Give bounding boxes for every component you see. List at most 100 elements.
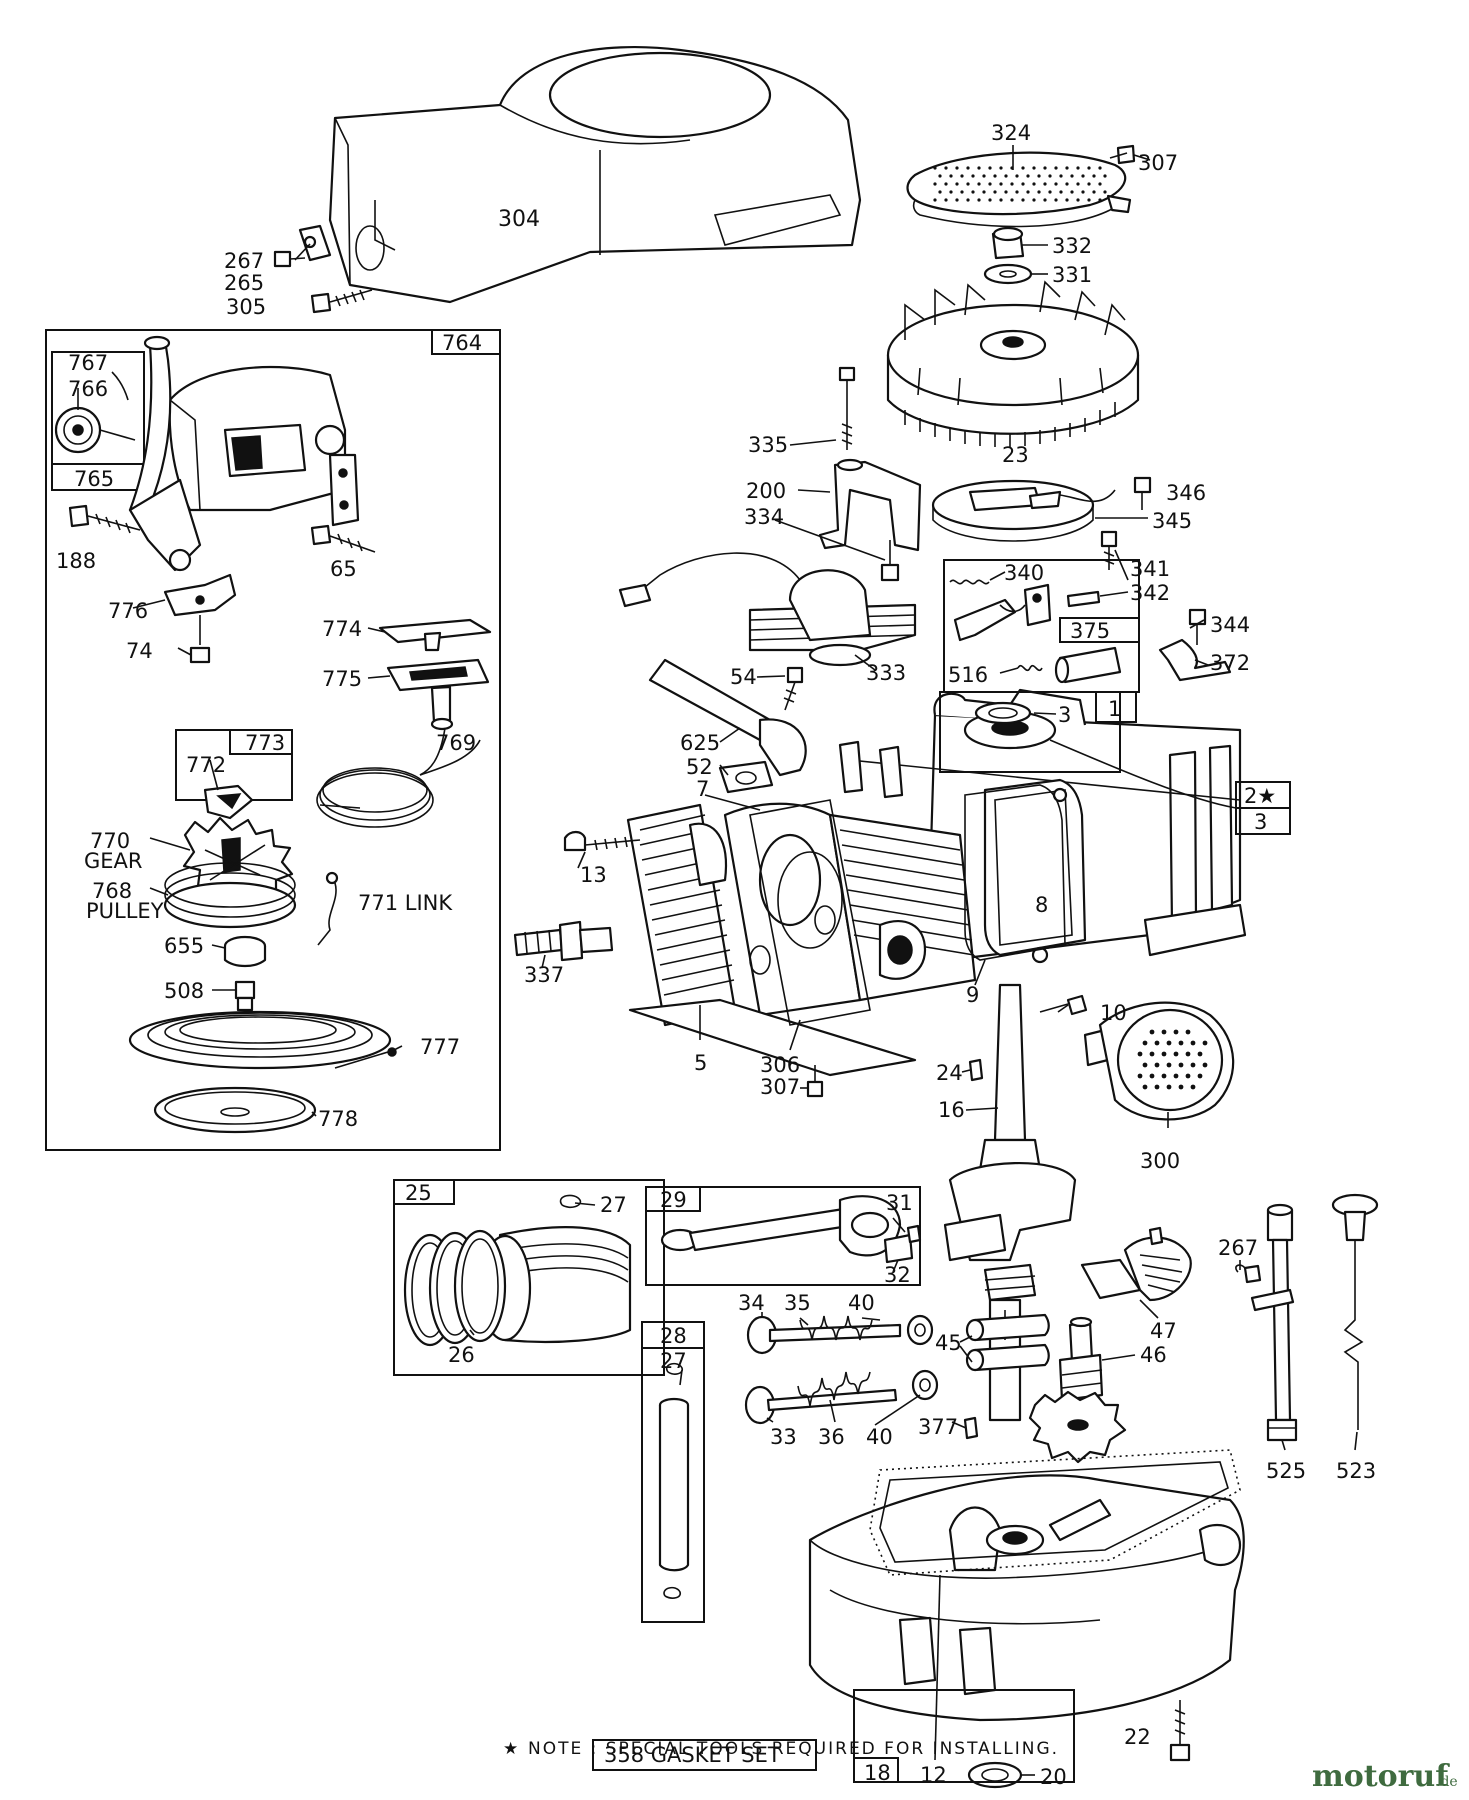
piston-rings — [403, 1229, 507, 1347]
sump-box-18 — [853, 1689, 1075, 1783]
label-box-28 — [641, 1321, 705, 1349]
screen-dot — [1103, 174, 1107, 178]
screen-dot — [993, 190, 997, 194]
label-box-1 — [1095, 691, 1137, 723]
screen-dot — [1065, 198, 1069, 202]
retainer-40a — [906, 1314, 934, 1346]
screen-dot — [993, 174, 997, 178]
label-655: 655 — [164, 934, 204, 958]
cylinder-head-and-fins — [626, 802, 977, 1077]
screen-dot — [971, 190, 975, 194]
screen-dot — [966, 198, 970, 202]
cover-345 — [931, 479, 1095, 542]
screen-dot — [982, 174, 986, 178]
brake-776 — [163, 573, 237, 617]
label-337: 337 — [524, 963, 564, 987]
screw-344 — [1188, 608, 1207, 645]
label-3a: 3 — [1058, 703, 1071, 727]
muffler-hole — [1149, 1073, 1155, 1079]
screen-dot — [944, 198, 948, 202]
screen-dot — [1021, 166, 1025, 170]
link-771 — [317, 871, 339, 946]
label-31: 31 — [886, 1191, 913, 1215]
key-24 — [968, 1058, 984, 1082]
piston-box-25 — [393, 1179, 665, 1376]
label-40b: 40 — [866, 1425, 893, 1449]
connecting-rod — [660, 1195, 914, 1264]
label-20: 20 — [1040, 1765, 1067, 1789]
screen-dot — [1098, 182, 1102, 186]
muffler-hole — [1173, 1073, 1179, 1079]
screen-dot — [1098, 166, 1102, 170]
label-324: 324 — [991, 121, 1031, 145]
label-765: 765 — [74, 467, 114, 491]
label-773: 773 — [245, 731, 285, 755]
washer-331 — [983, 263, 1033, 285]
screen-dot — [1004, 190, 1008, 194]
spring-35 — [799, 1315, 873, 1341]
cup-778 — [153, 1086, 317, 1134]
label-342: 342 — [1130, 581, 1170, 605]
screen-dot — [977, 166, 981, 170]
screen-dot — [977, 198, 981, 202]
muffler-hole — [1154, 1062, 1160, 1068]
muffler-hole — [1137, 1051, 1143, 1057]
handle-774 — [378, 618, 492, 652]
part-labels: 304 267 265 305 324 307 332 331 23 764 7… — [56, 121, 1376, 1789]
muffler-hole — [1149, 1029, 1155, 1035]
screen-dot — [1048, 174, 1052, 178]
screen-dot — [944, 166, 948, 170]
screen-dot — [1032, 182, 1036, 186]
label-375: 375 — [1070, 619, 1110, 643]
watermark-suffix: .de — [1436, 1774, 1458, 1790]
oil-seal-20 — [967, 1761, 1023, 1789]
footer-note: ★ NOTE : SPECIAL TOOLS REQUIRED FOR INST… — [503, 1739, 1057, 1759]
label-200: 200 — [746, 479, 786, 503]
label-box-25 — [393, 1179, 455, 1205]
muffler-hole — [1185, 1029, 1191, 1035]
spark-plug-grounding-clip-767 — [54, 406, 136, 454]
label-767: 767 — [68, 351, 108, 375]
label-13: 13 — [580, 863, 607, 887]
handle-775 — [386, 658, 490, 731]
label-776: 776 — [108, 599, 148, 623]
label-25: 25 — [405, 1181, 432, 1205]
label-772: 772 — [186, 753, 226, 777]
oil-fill-tube-525 — [1250, 1203, 1298, 1442]
label-33: 33 — [770, 1425, 797, 1449]
screen-dot — [1043, 166, 1047, 170]
key-377 — [963, 1416, 979, 1440]
dipstick-523 — [1331, 1193, 1379, 1430]
condenser-516 — [1017, 646, 1122, 684]
bracket-200 — [818, 458, 922, 552]
plunger-342 — [1066, 590, 1101, 608]
gasket-9 — [964, 784, 1066, 961]
label-32: 32 — [884, 1263, 911, 1287]
blower-housing-304 — [328, 45, 862, 304]
tappets-45 — [965, 1313, 1050, 1372]
label-18: 18 — [864, 1761, 891, 1785]
screen-dot — [1054, 166, 1058, 170]
screen-dot — [933, 198, 937, 202]
screw-508 — [234, 980, 256, 1012]
label-769: 769 — [436, 731, 476, 755]
muffler-hole — [1190, 1084, 1196, 1090]
label-766: 766 — [68, 377, 108, 401]
label-778: 778 — [318, 1107, 358, 1131]
muffler-hole — [1149, 1051, 1155, 1057]
gasket-52 — [718, 760, 774, 794]
screen-dot — [933, 166, 937, 170]
screen-dot — [966, 166, 970, 170]
gasket-12 — [869, 1449, 1241, 1576]
valve-34 — [746, 1315, 902, 1355]
label-307b: 307 — [760, 1075, 800, 1099]
screen-dot — [1081, 174, 1085, 178]
screen-dot — [1043, 182, 1047, 186]
gasket-set-box — [592, 1739, 817, 1771]
label-box-375 — [1059, 617, 1140, 643]
screen-dot — [938, 174, 942, 178]
screen-dot — [982, 190, 986, 194]
muffler-hole — [1166, 1084, 1172, 1090]
muffler-holes — [1137, 1029, 1208, 1090]
muffler-hole — [1161, 1073, 1167, 1079]
